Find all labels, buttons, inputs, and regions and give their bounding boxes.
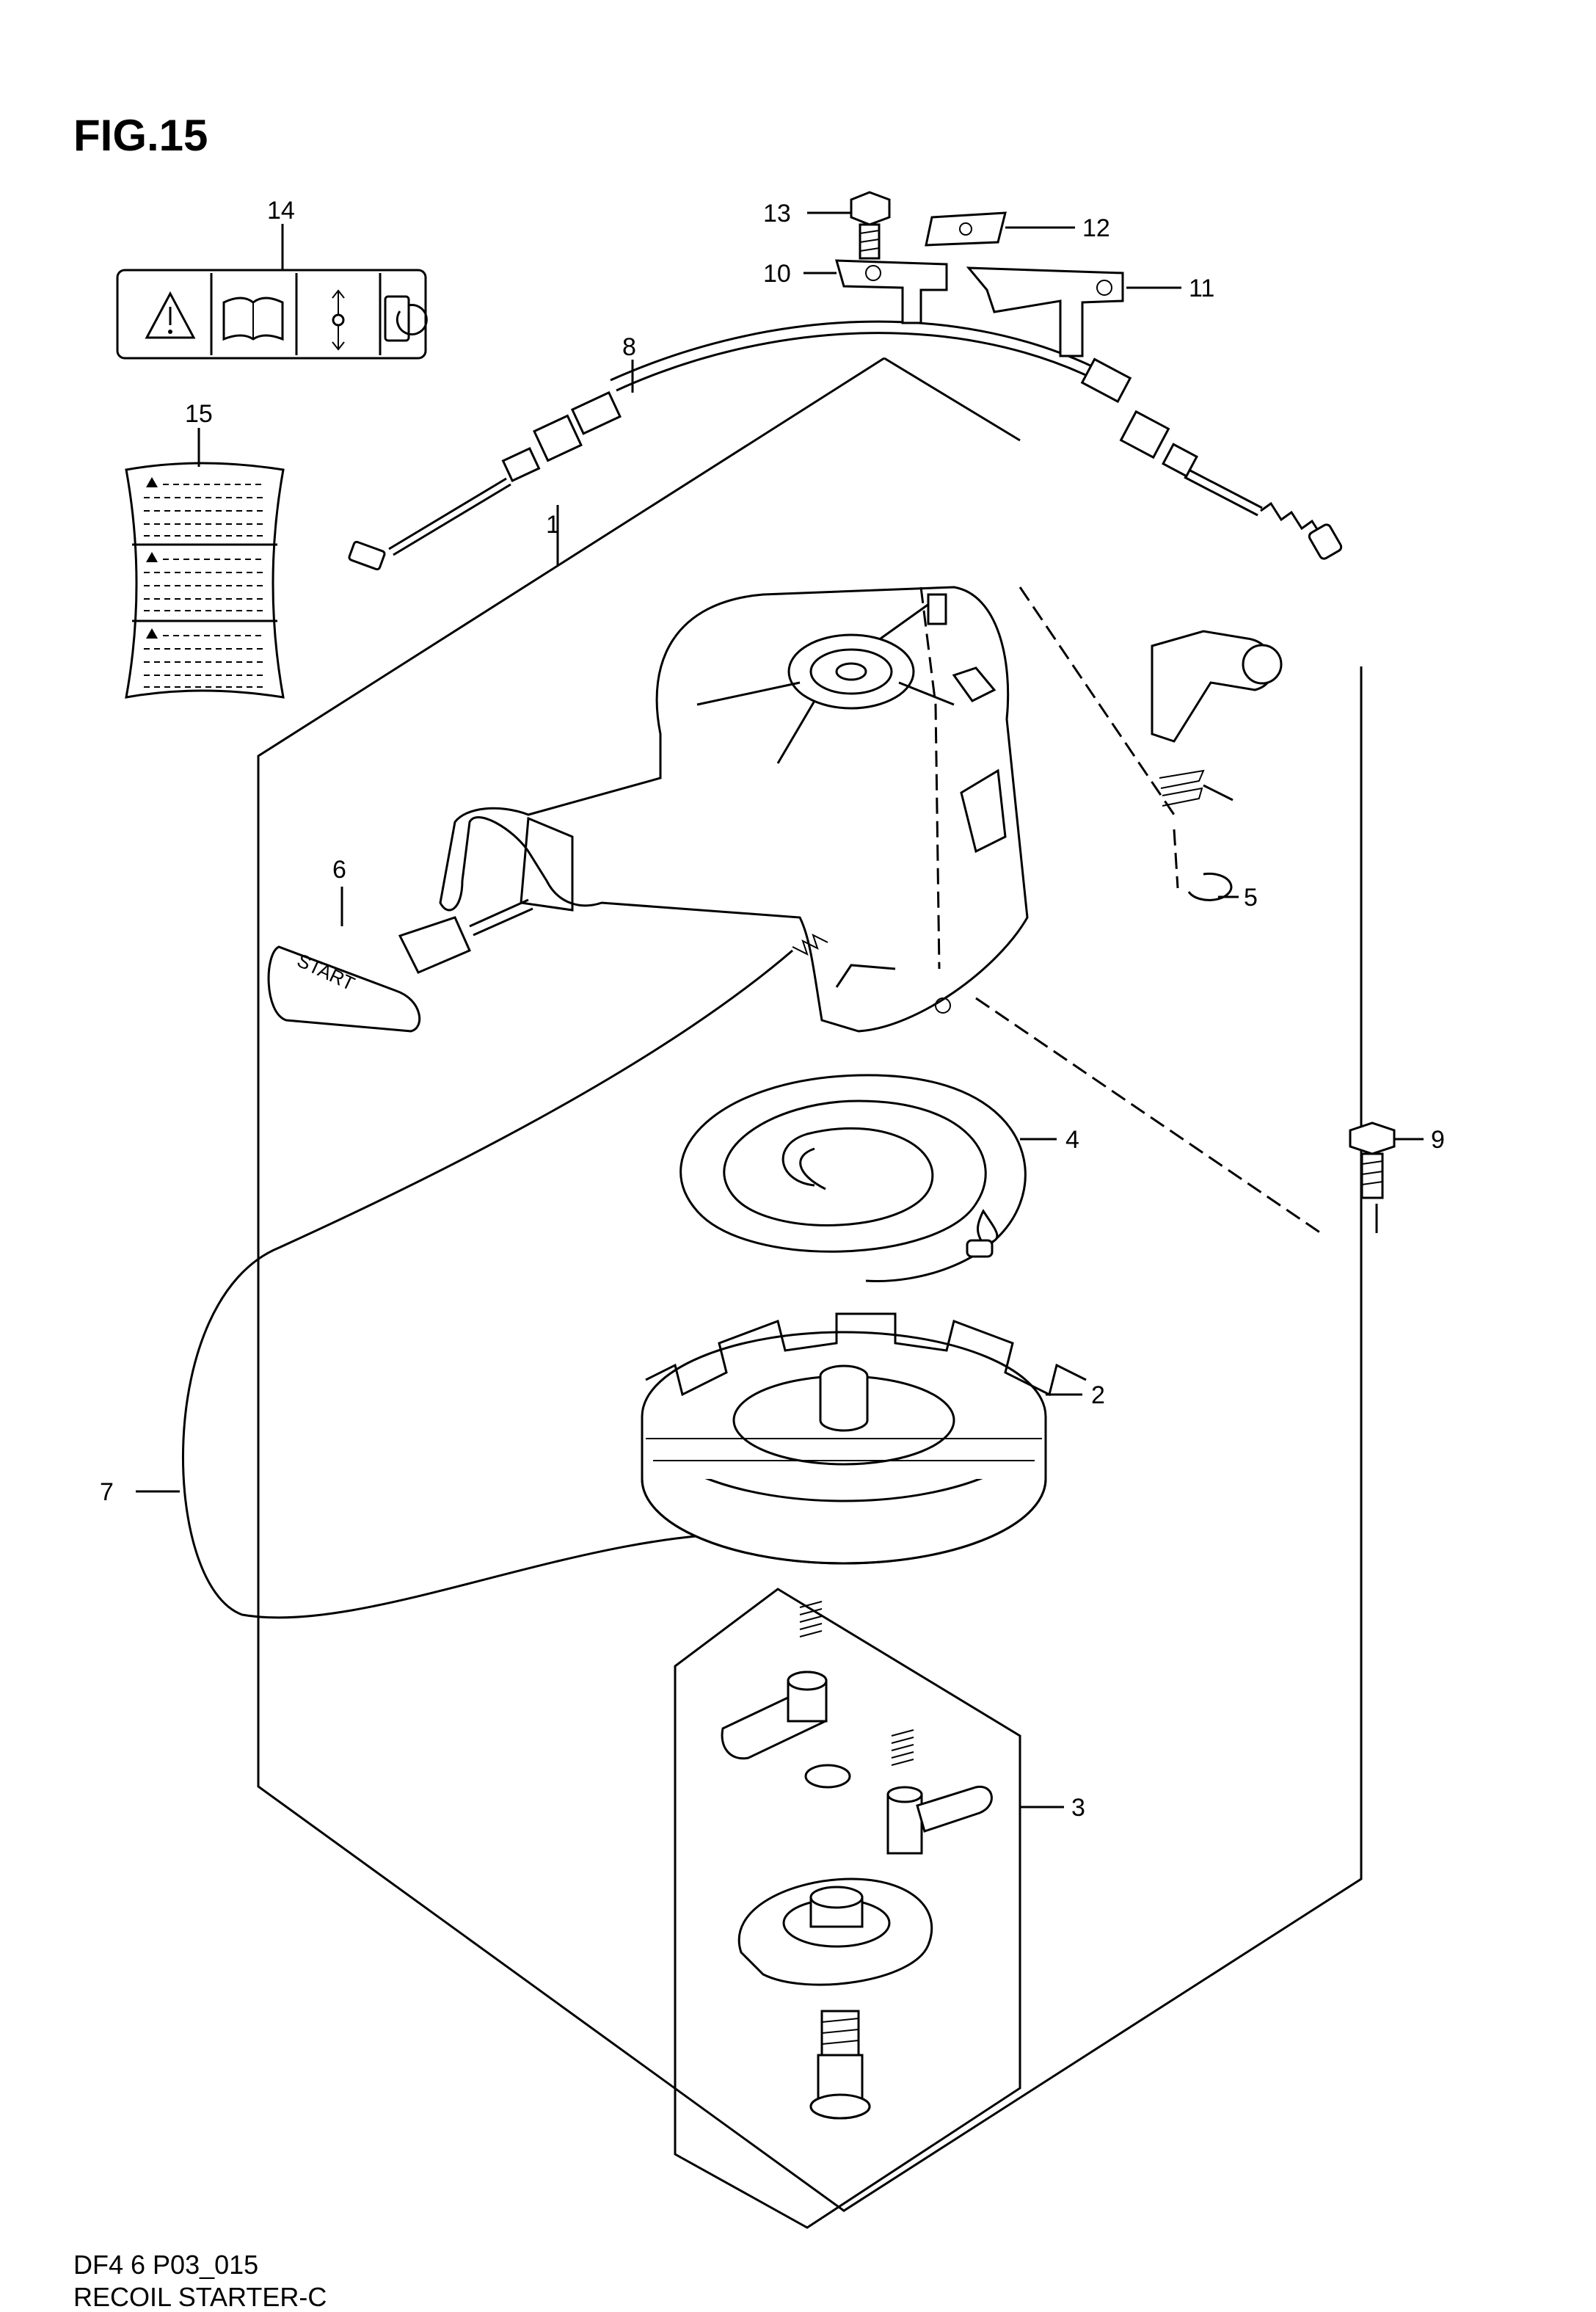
callout-9: 9	[1431, 1126, 1445, 1154]
callout-14: 14	[267, 197, 295, 225]
callout-1: 1	[546, 511, 560, 539]
reel-2[interactable]	[641, 1312, 1087, 1565]
starter-housing[interactable]	[439, 586, 1029, 1033]
figure-name: RECOIL STARTER-C	[73, 2282, 327, 2312]
callout-12: 12	[1082, 214, 1110, 242]
handle-6[interactable]: START	[267, 898, 533, 1033]
callout-3: 3	[1071, 1794, 1085, 1822]
warning-label-14[interactable]	[116, 269, 428, 360]
manual-book-icon	[222, 297, 284, 341]
plate-12[interactable]	[925, 211, 1007, 247]
ratchet-kit-outline	[674, 1588, 1021, 2229]
figure-title: FIG.15	[73, 111, 208, 160]
callout-7: 7	[100, 1478, 114, 1506]
callout-5: 5	[1244, 884, 1258, 912]
callout-2: 2	[1091, 1381, 1105, 1409]
bolt-9[interactable]	[1349, 1122, 1396, 1199]
pawl-assembly[interactable]	[1151, 630, 1283, 807]
bolt-13[interactable]	[850, 191, 891, 260]
bracket-10[interactable]	[834, 259, 948, 324]
e-clip-5[interactable]	[1187, 872, 1233, 901]
callout-11: 11	[1189, 275, 1214, 302]
assembly-outline	[257, 357, 1363, 2212]
callout-15: 15	[185, 400, 213, 428]
callout-4: 4	[1065, 1126, 1079, 1154]
bracket-11[interactable]	[966, 266, 1124, 357]
callout-13: 13	[763, 200, 791, 228]
callout-8: 8	[622, 333, 636, 361]
rope-7[interactable]	[182, 949, 793, 1619]
caution-triangle-icon	[146, 477, 158, 487]
ratchet-kit-3[interactable]	[721, 1601, 993, 2120]
figure-code: DF4 6 P03_015	[73, 2250, 258, 2280]
pull-arrow-icon	[332, 289, 345, 351]
rotation-icon	[384, 295, 428, 342]
caution-label-15[interactable]	[125, 462, 285, 699]
warning-triangle-icon	[145, 291, 196, 339]
callout-6: 6	[332, 856, 346, 884]
spiral-spring-4[interactable]	[679, 1074, 1027, 1283]
cable-8[interactable]	[348, 320, 1343, 571]
callout-10: 10	[763, 260, 791, 288]
